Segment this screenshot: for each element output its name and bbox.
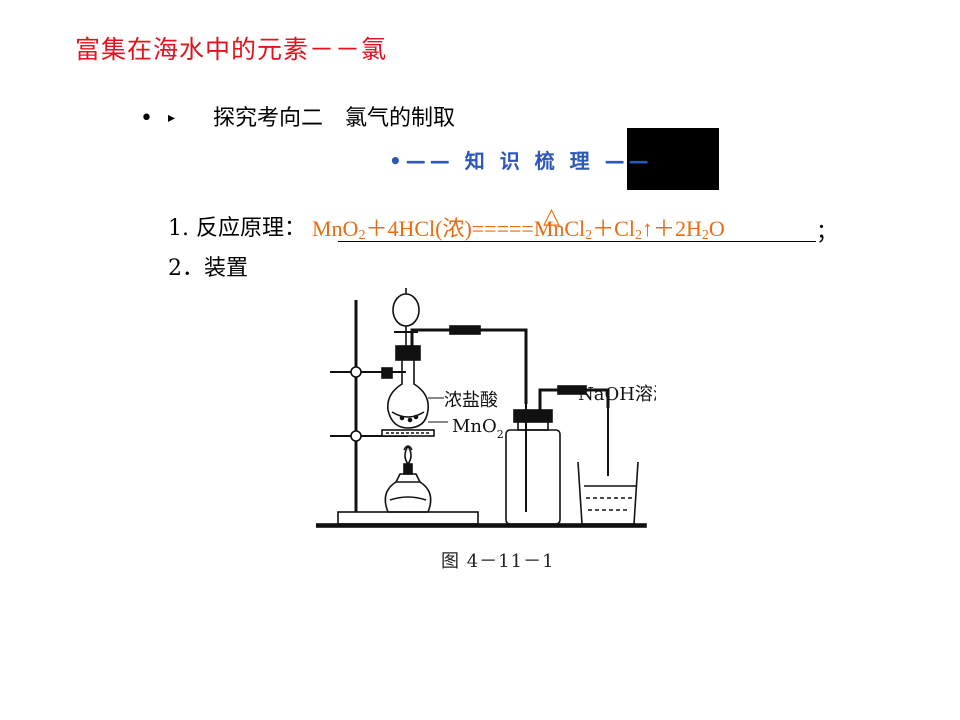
eq-part: MnO (312, 216, 359, 241)
eq-sub: 2 (701, 228, 709, 243)
reaction-equation: MnO2＋4HCl(浓)=====MnCl2＋Cl2↑＋2H2O (312, 211, 725, 244)
bullet-dot: • (140, 106, 153, 131)
answer-underline (338, 241, 816, 242)
eq-part: O (708, 216, 725, 241)
separatory-funnel (392, 293, 420, 327)
bullet-arrow-icon: ▸ (168, 110, 176, 126)
upper-clamp-knob (350, 366, 362, 378)
label-mno2: MnO2 (452, 416, 504, 441)
label-mno2-text: MnO (452, 416, 497, 437)
eq-sub: 2 (585, 228, 593, 243)
eq-part: ＋4HCl(浓)=====MnCl (365, 216, 586, 241)
ring-knob (350, 430, 362, 442)
eq-sub: 2 (634, 228, 642, 243)
knowledge-label: —— 知 识 梳 理 —— (405, 149, 653, 173)
upper-clamp-jaw (381, 367, 393, 379)
rubber-connector-2 (557, 385, 587, 395)
section-heading: 探究考向二 氯气的制取 (213, 106, 456, 131)
black-block (627, 128, 719, 190)
collecting-bottle (505, 429, 561, 525)
bottle-stopper (513, 409, 553, 423)
item-2-label: 2．装置 (168, 256, 248, 281)
flask-stopper (395, 345, 421, 361)
rubber-connector-1 (449, 325, 481, 335)
stand-base (337, 511, 479, 525)
heading-line: • ▸ 探究考向二 氯气的制取 (140, 100, 455, 132)
eq-sub: 2 (358, 228, 366, 243)
item-1-end: ； (816, 219, 839, 244)
label-mno2-sub: 2 (497, 428, 504, 441)
flame (404, 445, 412, 466)
bench-line (316, 523, 647, 528)
eq-part: ↑＋2H (641, 216, 702, 241)
apparatus-diagram: 浓盐酸 MnO2 NaOH溶液 (316, 288, 656, 528)
label-naoh: NaOH溶液 (578, 384, 656, 405)
beaker (577, 461, 639, 525)
slide-title: 富集在海水中的元素－－氯 (75, 35, 388, 64)
eq-part: ＋Cl (592, 216, 635, 241)
knowledge-banner: •—— 知 识 梳 理 —— (389, 145, 653, 174)
item-1-label: 1. 反应原理： (168, 216, 306, 241)
figure-caption: 图 4－11－1 (441, 551, 555, 572)
round-flask (386, 360, 430, 429)
knowledge-bullet: • (389, 149, 406, 173)
heat-condition-symbol: △ (543, 204, 560, 229)
label-conc-hcl: 浓盐酸 (444, 390, 498, 411)
